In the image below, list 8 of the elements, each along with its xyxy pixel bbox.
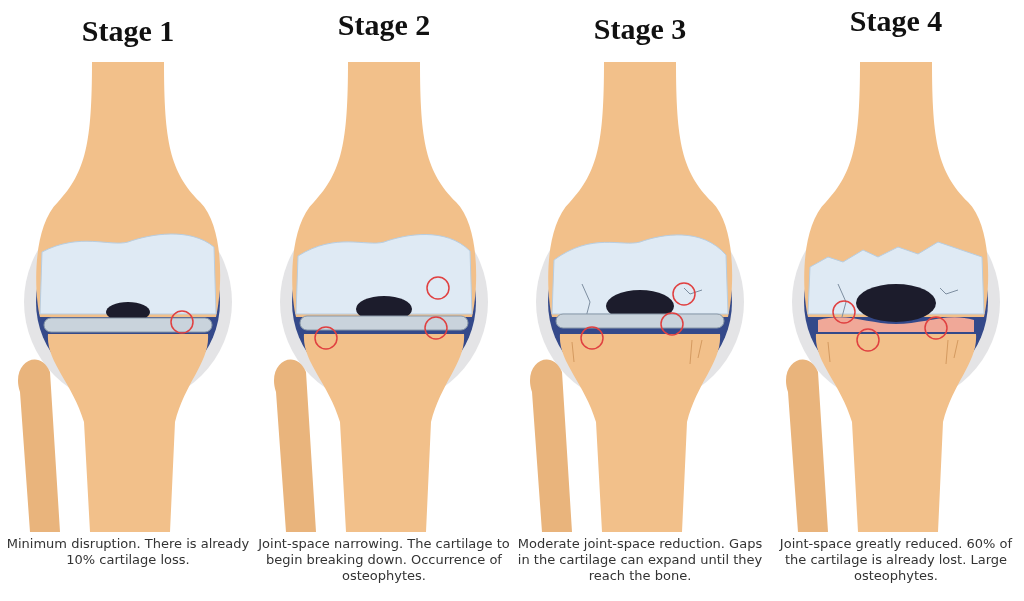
stage-heading: Stage 2	[336, 8, 432, 42]
stage-description: Moderate joint-space reduction. Gaps in the cartilage can expand until they reach the bone.	[516, 536, 764, 584]
stage-description: Joint-space narrowing. The cartilage to begin breaking down. Occurrence of osteophytes.	[256, 536, 511, 584]
stage-heading: Stage 4	[848, 4, 944, 38]
stage-description: Minimum disruption. There is already 10% cartilage loss.	[5, 536, 251, 568]
stage-heading: Stage 3	[592, 12, 688, 46]
stage-description: Joint-space greatly reduced. 60% of the cartilage is already lost. Large osteophytes.	[778, 536, 1014, 584]
stage-heading: Stage 1	[80, 14, 176, 48]
